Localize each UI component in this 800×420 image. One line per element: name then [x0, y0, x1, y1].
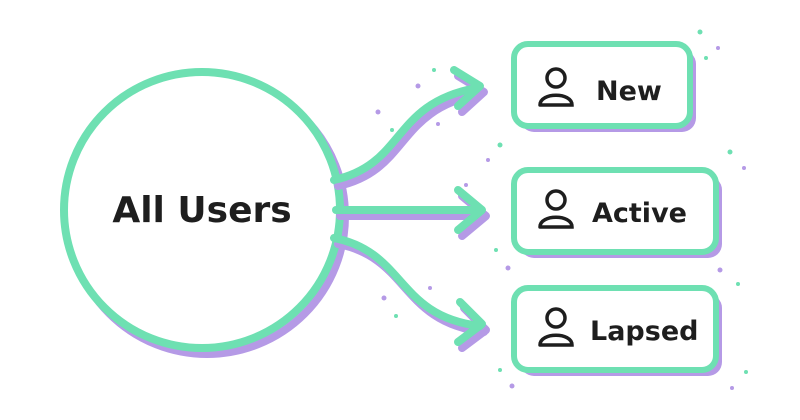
user-icon [538, 189, 574, 229]
segment-lapsed: Lapsed [511, 285, 722, 376]
arrow-to-new [330, 66, 488, 190]
decorative-dots [375, 29, 748, 390]
segment-active-label: Active [592, 198, 687, 229]
arrow-to-active [332, 186, 490, 240]
segment-active: Active [511, 167, 722, 258]
all-users-label: All Users [112, 190, 291, 231]
user-icon [538, 307, 574, 347]
segment-lapsed-label: Lapsed [590, 316, 698, 347]
segment-new-label: New [596, 76, 662, 107]
arrow-to-lapsed [330, 234, 490, 352]
user-icon [538, 67, 574, 107]
all-users-node: All Users [60, 68, 349, 358]
segment-new: New [511, 41, 696, 132]
